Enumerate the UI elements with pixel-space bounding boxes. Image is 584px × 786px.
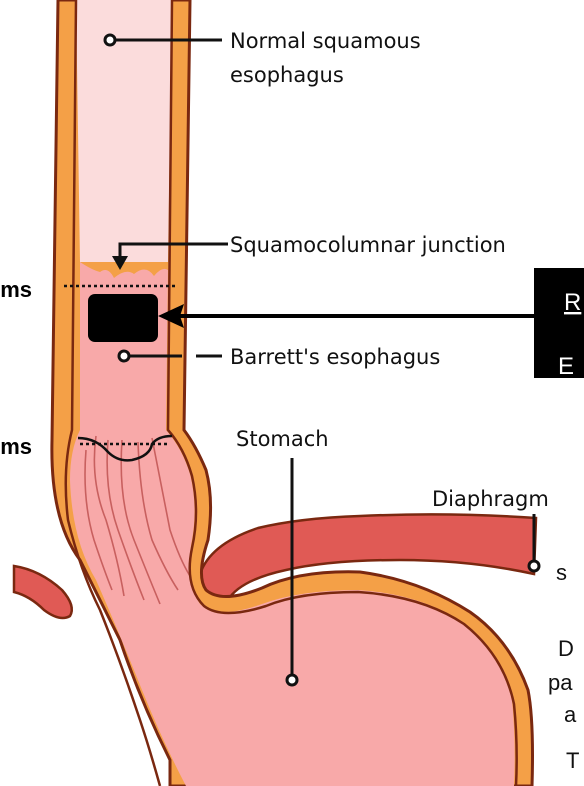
diaphragm-left bbox=[14, 566, 72, 618]
side-text-2: D bbox=[558, 636, 574, 661]
callout-text-1: R bbox=[564, 289, 581, 316]
side-text-1: s bbox=[556, 560, 567, 585]
label-squamocolumnar-junction: Squamocolumnar junction bbox=[230, 233, 506, 257]
side-text-5: T bbox=[566, 748, 579, 773]
callout-text-2: E bbox=[558, 353, 574, 380]
label-diaphragm: Diaphragm bbox=[432, 487, 549, 511]
lower-cms-label: cms bbox=[0, 434, 32, 459]
side-text-3: pa bbox=[548, 670, 573, 695]
label-stomach: Stomach bbox=[236, 427, 329, 451]
callout-arrow bbox=[158, 304, 534, 328]
label-normal-squamous: Normal squamous bbox=[230, 29, 421, 53]
label-esophagus: esophagus bbox=[230, 63, 344, 87]
callout-panel: R E bbox=[534, 268, 584, 380]
upper-cms-label: cms bbox=[0, 277, 32, 302]
label-barretts-esophagus: Barrett's esophagus bbox=[230, 345, 440, 369]
side-text-4: a bbox=[564, 702, 577, 727]
biopsy-box bbox=[88, 294, 158, 342]
